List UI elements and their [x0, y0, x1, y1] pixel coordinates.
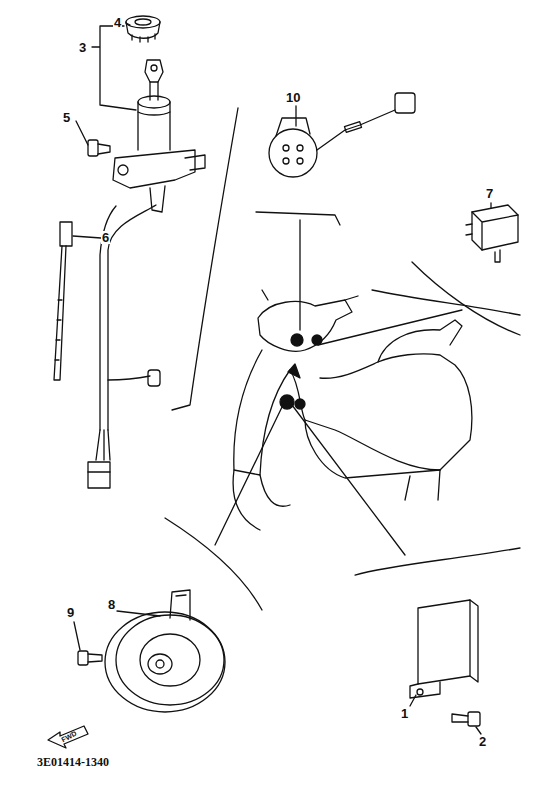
callout-number: 4: [113, 16, 122, 29]
screw: [88, 140, 110, 156]
panel-boundary: [372, 290, 520, 315]
callout-number: 8: [107, 598, 116, 611]
relay-unit: [466, 205, 518, 262]
pointer-line: [215, 405, 283, 545]
panel-boundary: [412, 262, 520, 335]
panel-boundary: [355, 548, 520, 575]
callout-number: 10: [285, 91, 301, 104]
flasher-relay: [269, 93, 415, 177]
screw: [78, 651, 102, 665]
pointer-line: [292, 405, 405, 555]
callout-number: 6: [101, 231, 110, 244]
callout-number: 5: [62, 111, 71, 124]
callout-number: 1: [400, 707, 409, 720]
panel-boundary: [256, 212, 340, 225]
scooter-outline: [233, 290, 472, 530]
pointer-line: [318, 310, 462, 345]
diagram-code: 3E01414-1340: [36, 756, 110, 768]
key-cap: [126, 16, 160, 42]
cable-band: [54, 222, 72, 380]
screw: [452, 712, 480, 726]
panel-boundary: [172, 108, 238, 410]
horn: [105, 590, 225, 712]
leader-line: [73, 23, 491, 734]
forward-arrow: [48, 726, 88, 748]
pointer-line: [299, 220, 300, 330]
callout-number: 7: [485, 187, 494, 200]
callout-number: 2: [478, 735, 487, 748]
callout-number: 3: [78, 41, 87, 54]
rectifier-regulator: [410, 600, 478, 698]
callout-number: 9: [66, 606, 75, 619]
ignition-switch: [88, 60, 205, 488]
